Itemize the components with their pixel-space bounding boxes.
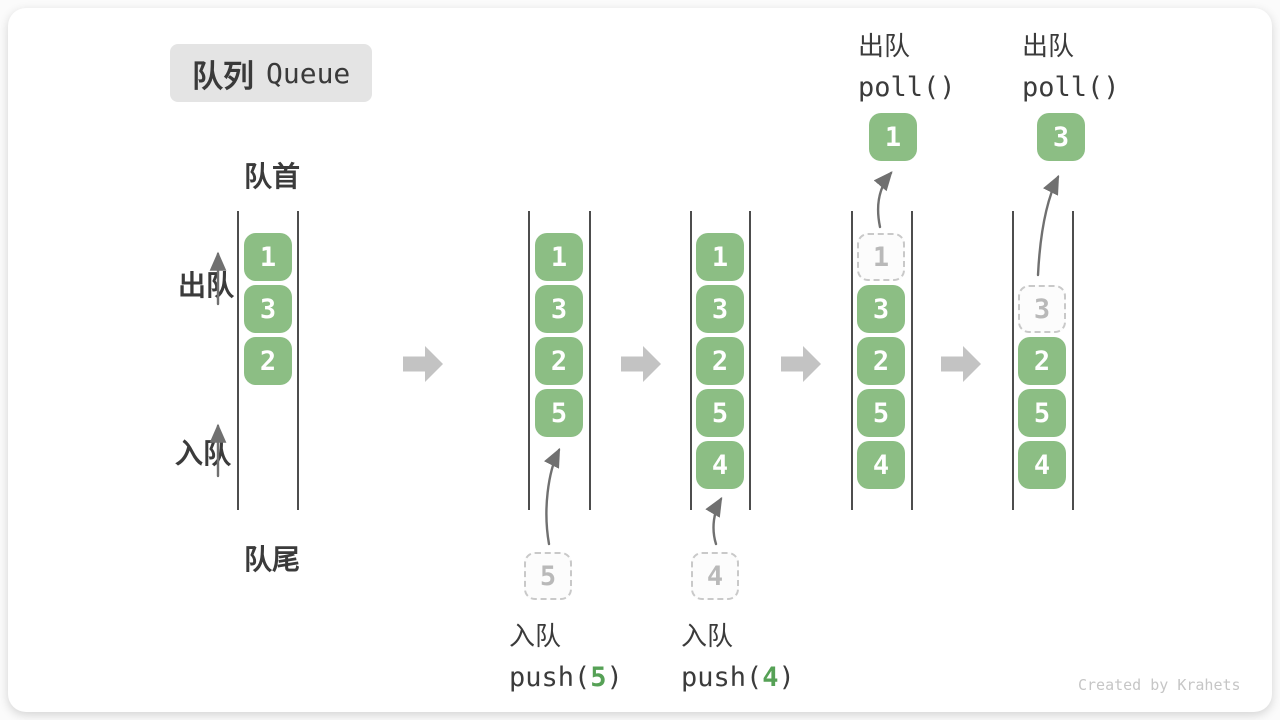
label-queue-rear: 队尾 [244, 544, 301, 575]
queue-wall-left [1012, 211, 1014, 510]
queue-wall-right [749, 211, 751, 510]
push-code-close: ) [606, 662, 623, 693]
queue-cell: 5 [857, 389, 905, 437]
push-code-open: push( [509, 662, 591, 693]
push-arg: 5 [590, 662, 607, 693]
queue-wall-left [237, 211, 239, 510]
ghost-cell: 1 [857, 233, 905, 281]
title-zh: 队列 [192, 58, 254, 94]
incoming-cell: 4 [691, 552, 739, 600]
push-op-zh: 入队 [681, 621, 734, 651]
push-op-zh: 入队 [509, 621, 562, 651]
label-queue-front: 队首 [244, 161, 301, 192]
title-en: Queue [266, 56, 351, 90]
poll-op-label-2: 出队 poll() [1022, 26, 1120, 103]
queue-cell: 2 [696, 337, 744, 385]
poll-op-zh: 出队 [858, 31, 911, 61]
poll-op-label-1: 出队 poll() [858, 26, 956, 103]
ghost-cell: 3 [1018, 285, 1066, 333]
queue-wall-right [589, 211, 591, 510]
queue-wall-left [528, 211, 530, 510]
incoming-cell: 5 [524, 552, 572, 600]
queue-cell: 1 [535, 233, 583, 281]
label-enqueue: 入队 [175, 438, 232, 469]
push-code-open: push( [681, 662, 763, 693]
queue-cell: 3 [857, 285, 905, 333]
watermark: Created by Krahets [1078, 676, 1241, 694]
push-code-close: ) [778, 662, 795, 693]
queue-cell: 2 [1018, 337, 1066, 385]
queue-cell: 3 [696, 285, 744, 333]
queue-wall-right [911, 211, 913, 510]
push-op-label-2: 入队 push(4) [681, 616, 795, 693]
queue-cell: 2 [535, 337, 583, 385]
push-arg: 4 [762, 662, 779, 693]
queue-cell: 4 [696, 441, 744, 489]
label-dequeue: 出队 [178, 270, 235, 301]
popped-cell: 1 [869, 113, 917, 161]
queue-cell: 5 [1018, 389, 1066, 437]
push-op-code: push(5) [509, 662, 623, 693]
queue-cell: 1 [696, 233, 744, 281]
queue-cell: 5 [696, 389, 744, 437]
push-op-code: push(4) [681, 662, 795, 693]
queue-wall-left [851, 211, 853, 510]
queue-cell: 1 [244, 233, 292, 281]
push-op-label-1: 入队 push(5) [509, 616, 623, 693]
poll-op-code: poll() [858, 72, 956, 103]
popped-cell: 3 [1037, 113, 1085, 161]
queue-wall-left [690, 211, 692, 510]
queue-cell: 2 [244, 337, 292, 385]
queue-cell: 3 [244, 285, 292, 333]
poll-op-zh: 出队 [1022, 31, 1075, 61]
queue-cell: 4 [1018, 441, 1066, 489]
queue-wall-right [297, 211, 299, 510]
queue-cell: 2 [857, 337, 905, 385]
queue-wall-right [1072, 211, 1074, 510]
queue-cell: 3 [535, 285, 583, 333]
poll-op-code: poll() [1022, 72, 1120, 103]
title-badge: 队列 Queue [170, 44, 373, 102]
queue-cell: 5 [535, 389, 583, 437]
queue-cell: 4 [857, 441, 905, 489]
